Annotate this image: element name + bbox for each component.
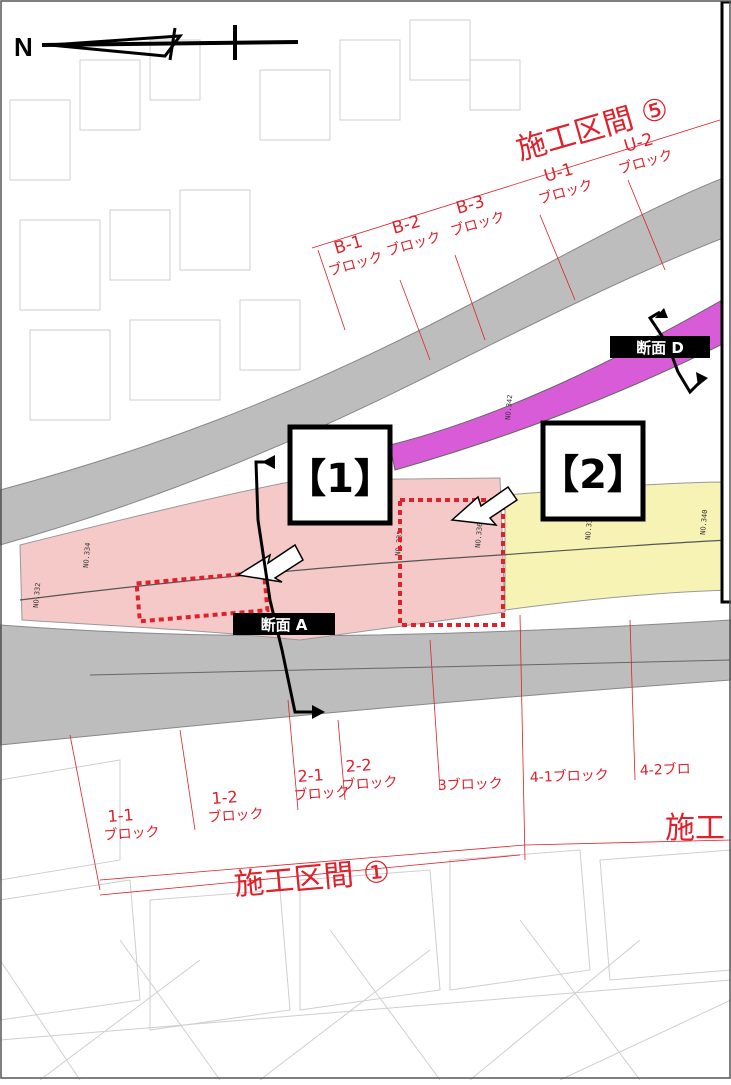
station-label: NO.332 (32, 582, 42, 608)
lower-road (0, 619, 731, 746)
svg-text:【1】: 【1】 (286, 456, 394, 502)
bottom-block-suffix: ブロック (293, 783, 350, 804)
bottom-block-label: 3ブロック (438, 775, 503, 794)
svg-text:N: N (14, 32, 33, 62)
svg-text:断面 D: 断面 D (636, 339, 684, 357)
station-labels: NO.332 NO.334 NO.335 NO.336 NO.338 NO.340 NO.3… (32, 394, 709, 608)
marker-1: 【1】 (286, 424, 394, 526)
bottom-section-title: 施工区間 ① (233, 854, 392, 903)
station-label: NO.336 (474, 522, 484, 548)
svg-text:断面 A: 断面 A (261, 616, 308, 634)
section-a-line (254, 460, 320, 714)
section-d-line (647, 310, 704, 395)
background-buildings (0, 19, 731, 1081)
station-label: NO.340 (699, 509, 709, 535)
bottom-block-code: 2-1 (297, 765, 324, 786)
bottom-section-title-right: 施工 (665, 811, 725, 846)
upper-road (0, 174, 731, 546)
pointer-arrow-2 (450, 485, 519, 526)
centerline (19, 539, 731, 601)
section-a-arrow-top (262, 455, 275, 469)
legend-frame (720, 0, 731, 604)
bottom-block-label: 4-2ブロ (640, 760, 691, 779)
station-label: NO.342 (504, 394, 514, 420)
station-label: NO.334 (82, 542, 92, 568)
section-a-arrow-bottom (312, 705, 325, 719)
station-label: NO.335 (394, 530, 404, 556)
top-block-lines (311, 119, 721, 361)
section-d-label: 断面 D (610, 336, 710, 358)
bottom-block-code: 1-1 (107, 805, 134, 826)
road-edge-line (89, 659, 731, 676)
bottom-block-label: 4-1ブロック (530, 766, 609, 786)
bottom-block-suffix: ブロック (341, 773, 398, 794)
bottom-block-lines (69, 614, 731, 896)
section-a-label: 断面 A (233, 613, 335, 635)
highlight-box-1 (134, 570, 270, 624)
magenta-zone (389, 294, 731, 471)
highlight-box-2 (398, 498, 505, 627)
bottom-block-code: 1-2 (211, 787, 238, 808)
bottom-block-suffix: ブロック (207, 805, 264, 826)
section-d-arrow-bottom (696, 372, 708, 386)
section-d-arrow-top (655, 308, 668, 318)
station-label: NO.338 (584, 514, 594, 540)
bottom-block-code: 2-2 (345, 755, 372, 776)
bottom-block-suffix: ブロック (103, 823, 160, 844)
marker-2: 【2】 (539, 420, 647, 522)
svg-text:【2】: 【2】 (539, 452, 647, 498)
north-arrow: N (14, 25, 299, 62)
pointer-arrow-1 (235, 543, 304, 583)
